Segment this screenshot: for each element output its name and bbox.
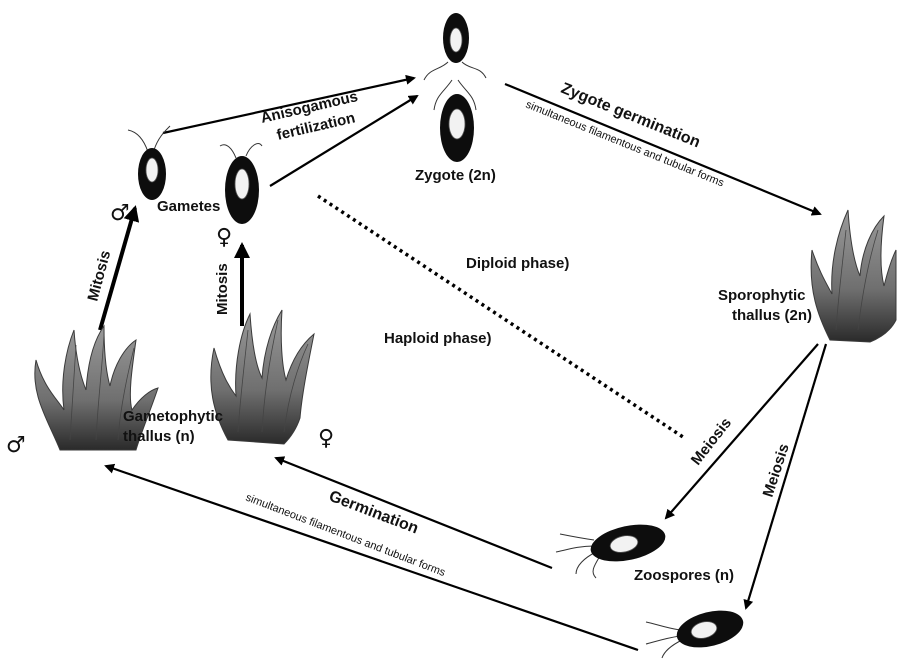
zygote-cell-icon: [424, 13, 486, 162]
female-symbol-gametes: ♀: [216, 225, 232, 250]
arrow-sporophyte-to-zoospore-1: [666, 344, 818, 518]
zoospore-2-icon: [646, 604, 747, 658]
male-symbol-gametes: ♂: [110, 201, 130, 226]
female-gamete-icon: [220, 144, 262, 224]
meiosis-label-1: Meiosis: [688, 415, 735, 469]
arrow-zoospore-to-male-thallus: [106, 466, 638, 650]
male-symbol-thallus: ♂: [6, 433, 26, 458]
female-symbol-thallus: ♀: [318, 426, 334, 451]
haploid-phase-label: Haploid phase): [384, 330, 492, 347]
gametes-label: Gametes: [157, 198, 220, 215]
zygote-label: Zygote (2n): [415, 167, 496, 184]
sporophytic-thallus-icon: [811, 210, 896, 342]
arrow-zoospore-to-female-thallus: [276, 458, 552, 568]
phase-divider: [318, 196, 683, 437]
arrow-zygote-to-sporophyte: [505, 84, 820, 214]
female-gametophytic-thallus-icon: [211, 310, 314, 444]
zoospores-label: Zoospores (n): [634, 567, 734, 584]
gametophytic-label-line1: Gametophytic: [123, 408, 223, 425]
diploid-phase-label: Diploid phase): [466, 255, 569, 272]
sporophytic-label-line1: Sporophytic: [718, 287, 806, 304]
male-gamete-icon: [128, 126, 170, 200]
arrow-sporophyte-to-zoospore-2: [746, 344, 826, 608]
gametophytic-label-line2: thallus (n): [123, 428, 195, 445]
mitosis-right-label: Mitosis: [214, 263, 231, 315]
sporophytic-label-line2: thallus (2n): [732, 307, 812, 324]
